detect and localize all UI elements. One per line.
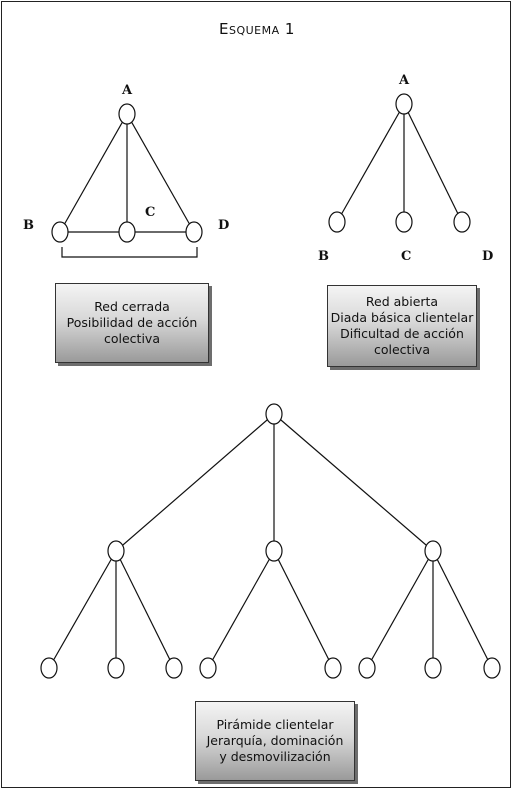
node-a — [118, 103, 136, 125]
edge-a-d — [126, 113, 195, 233]
figure-title: Esquema 1 — [219, 20, 295, 38]
caption-line: colectiva — [374, 342, 430, 357]
edge-left-1 — [48, 550, 117, 669]
node-c — [395, 211, 413, 233]
node-client — [199, 657, 217, 679]
label-a: A — [121, 83, 133, 98]
closed-network: A B C D — [23, 83, 229, 258]
node-client — [424, 657, 442, 679]
node-patron — [265, 403, 283, 425]
caption-line: Posibilidad de acción — [66, 315, 198, 330]
pyramid-caption: Pirámide clientelar Jerarquía, dominació… — [195, 701, 355, 781]
edge-middle-2 — [273, 550, 334, 669]
node-broker-left — [107, 540, 125, 562]
node-a — [395, 93, 413, 115]
caption-line: Red cerrada — [94, 299, 170, 314]
closed-network-caption: Red cerrada Posibilidad de acción colect… — [55, 283, 209, 363]
edge-a-b — [59, 113, 128, 233]
label-d: D — [482, 249, 493, 264]
edge-top-left — [115, 413, 275, 552]
caption-line: Dificultad de acción — [340, 326, 464, 341]
node-b — [51, 221, 69, 243]
label-a: A — [398, 73, 410, 88]
node-d — [453, 211, 471, 233]
label-d: D — [218, 218, 229, 233]
label-c: C — [145, 205, 155, 220]
edge-a-d — [403, 103, 463, 223]
node-d — [185, 221, 203, 243]
node-client — [483, 657, 501, 679]
node-client — [324, 657, 342, 679]
caption-line: Pirámide clientelar — [216, 717, 334, 732]
edge-right-1 — [366, 550, 434, 669]
node-broker-middle — [265, 540, 283, 562]
caption-line: Red abierta — [365, 294, 439, 309]
label-b: B — [318, 249, 329, 264]
node-client — [40, 657, 58, 679]
open-network: A B C D — [318, 73, 493, 264]
edge-middle-1 — [207, 550, 275, 669]
caption-line: colectiva — [104, 331, 160, 346]
caption-line: Diada básica clientelar — [330, 310, 474, 325]
node-client — [107, 657, 125, 679]
open-network-caption: Red abierta Diada básica clientelar Difi… — [327, 285, 477, 367]
bracket-b-d — [61, 247, 198, 258]
caption-line: y desmovilización — [219, 749, 331, 764]
edge-left-3 — [115, 550, 175, 669]
label-c: C — [401, 249, 411, 264]
node-client — [358, 657, 376, 679]
node-c — [118, 221, 136, 243]
pyramid-network — [40, 403, 501, 679]
caption-line: Jerarquía, dominación — [206, 733, 344, 748]
edge-top-right — [273, 413, 434, 552]
node-b — [328, 211, 346, 233]
edge-right-3 — [432, 550, 493, 669]
node-broker-right — [424, 540, 442, 562]
label-b: B — [23, 218, 34, 233]
node-client — [165, 657, 183, 679]
edge-a-b — [336, 103, 405, 223]
